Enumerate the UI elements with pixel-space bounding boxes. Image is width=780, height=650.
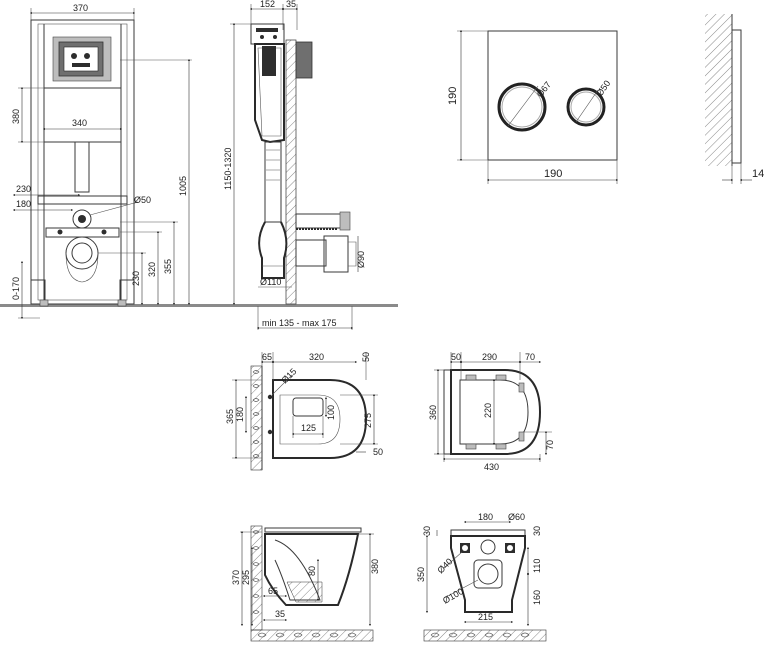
dim-plate-thickness: 14 [752, 168, 764, 180]
dim-seat-430: 430 [484, 462, 499, 472]
dim-leg-adjust: 0-170 [11, 277, 21, 300]
dim-side-370: 370 [231, 570, 241, 585]
dim-height-range: 1150-1320 [223, 148, 233, 190]
dim-pipe-diameter: Ø90 [356, 251, 366, 268]
seat-top-view: 50 290 70 360 220 70 430 [428, 352, 555, 472]
dim-seat-220: 220 [483, 403, 493, 418]
dim-bowl-365: 365 [225, 409, 235, 424]
dim-plate-height: 190 [447, 87, 459, 105]
dim-frame-width: 370 [73, 3, 88, 13]
dim-side-65: 65 [268, 586, 278, 596]
dim-bowl-100: 100 [326, 405, 336, 420]
dim-depth-35: 35 [286, 0, 296, 9]
dim-cistern-width: 340 [72, 118, 87, 128]
dim-back-40: Ø40 [435, 556, 454, 575]
dim-bowl-15: Ø15 [279, 366, 298, 385]
dim-side-80: 80 [307, 566, 317, 576]
dim-seat-360: 360 [428, 405, 438, 420]
dim-side-295: 295 [241, 570, 251, 585]
dim-seat-50: 50 [451, 352, 461, 362]
dim-seat-290: 290 [482, 352, 497, 362]
dim-small-button: Ø50 [594, 78, 612, 98]
dim-180-horizontal: 180 [16, 199, 31, 209]
dim-side-380: 380 [370, 559, 380, 574]
frame-side-view: 152 35 1150-1320 [223, 0, 366, 330]
dim-back-60: Ø60 [508, 512, 525, 522]
dim-bowl-65: 65 [262, 352, 272, 362]
frame-front-view: 370 340 [11, 3, 192, 320]
dim-wall-range: min 135 - max 175 [262, 318, 337, 328]
flush-plate-front: 190 190 Ø67 Ø50 [447, 29, 619, 184]
dim-side-35: 35 [275, 609, 285, 619]
dim-bowl-50-bottom: 50 [373, 447, 383, 457]
dim-seat-70: 70 [525, 352, 535, 362]
dim-height-320: 320 [147, 262, 157, 277]
dim-plate-width: 190 [544, 168, 562, 180]
dim-inlet-diameter: Ø50 [134, 195, 151, 205]
dim-height-355: 355 [163, 259, 173, 274]
dim-depth-152: 152 [260, 0, 275, 9]
bowl-top-view: 65 320 50 Ø15 365 180 100 275 125 50 [225, 352, 383, 471]
dim-back-180: 180 [478, 512, 493, 522]
dim-bowl-275: 275 [363, 413, 373, 428]
bowl-back-view: 180 Ø60 30 30 Ø40 350 Ø100 110 160 215 [416, 512, 547, 642]
dim-seat-70-right: 70 [545, 440, 555, 450]
dim-drain-diameter: Ø110 [260, 277, 281, 287]
flush-plate-side: 14 [705, 14, 764, 184]
dim-bowl-50-top: 50 [361, 352, 371, 362]
dim-back-350: 350 [416, 567, 426, 582]
dim-bowl-320: 320 [309, 352, 324, 362]
dim-back-160: 160 [532, 590, 542, 605]
bowl-side-view: 370 295 80 380 65 35 [231, 525, 380, 642]
dim-height-230: 230 [131, 271, 141, 286]
floor-line [0, 304, 398, 307]
dim-cistern-height: 380 [11, 109, 21, 124]
dim-height-1005: 1005 [178, 176, 188, 196]
dim-back-30-left: 30 [422, 526, 432, 536]
dim-back-110: 110 [532, 559, 542, 573]
dim-bowl-125: 125 [301, 423, 316, 433]
dim-large-button: Ø67 [535, 80, 553, 100]
dim-230-horizontal: 230 [16, 184, 31, 194]
dim-back-100: Ø100 [441, 586, 465, 606]
dim-back-215: 215 [478, 612, 493, 622]
dim-back-30-right: 30 [532, 526, 542, 536]
dim-bowl-180: 180 [235, 407, 245, 422]
